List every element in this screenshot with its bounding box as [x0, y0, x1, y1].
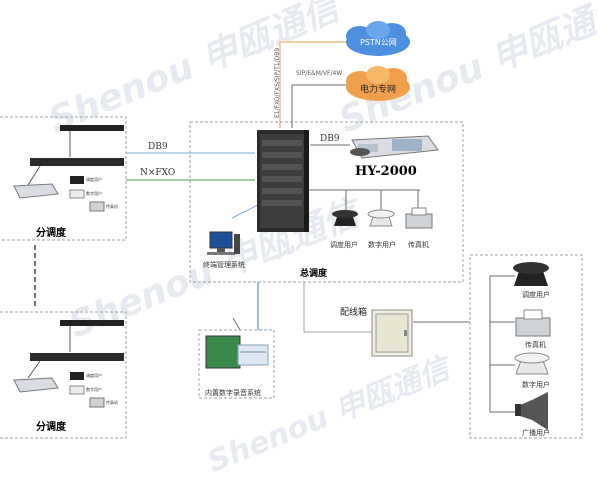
recorder-group	[198, 329, 275, 399]
dispatch-phone-icon	[332, 210, 358, 226]
main-title: 总调度	[300, 269, 328, 279]
dispatch-console-icon	[350, 135, 439, 159]
sub-bottom-device-1: 调度用户	[86, 373, 102, 378]
recorder-link-b	[232, 317, 241, 331]
main-dispatch-group	[189, 121, 464, 283]
phone-icon	[70, 372, 84, 380]
computer-icon	[207, 231, 240, 255]
server-cabinet-icon	[257, 130, 309, 232]
dispatch-console-icon	[13, 377, 59, 393]
phone-icon	[69, 189, 85, 199]
pstn-link	[279, 41, 348, 128]
distribution-link	[303, 282, 372, 333]
right-item-2: 传真机	[525, 341, 546, 349]
dispatch-console-icon	[13, 183, 59, 199]
model-label: HY-2000	[355, 164, 417, 179]
sub-top-device-1: 调度用户	[86, 177, 102, 182]
right-item-3: 数字用户	[522, 381, 550, 389]
main-phone-label-1: 调度用户	[330, 241, 358, 249]
main-phone-label-3: 传真机	[408, 241, 429, 249]
right-user-group	[469, 254, 583, 439]
right-item-1: 调度用户	[522, 291, 550, 299]
distribution-box-icon	[371, 309, 413, 357]
pstn-label: PSTN公网	[360, 38, 397, 47]
sub-top-device-2: 数字用户	[86, 191, 102, 196]
recorder-icon	[205, 335, 269, 369]
rack-unit-icon	[60, 320, 124, 326]
terminal-link	[231, 204, 259, 219]
rack-unit-icon	[30, 158, 124, 166]
pstn-cloud-icon	[346, 21, 410, 56]
sub-link	[27, 360, 41, 379]
sub-top-device-3: 传真机	[106, 204, 118, 209]
right-item-4: 广播用户	[522, 429, 550, 437]
sub-bottom-title: 分调度	[36, 422, 66, 433]
digital-phone-icon	[514, 352, 550, 375]
sub-bottom-device-3: 传真机	[106, 400, 118, 405]
phone-icon	[69, 385, 85, 395]
phone-icon	[70, 176, 84, 184]
vertical-link-label-left: E1/FXO/FXS/SIP/T1/DB9	[274, 47, 281, 118]
terminal-label: 终端管理系统	[203, 261, 245, 269]
fax-icon	[405, 207, 433, 229]
fax-icon	[89, 201, 105, 212]
sub-top-group	[0, 116, 127, 241]
fax-icon	[515, 309, 551, 337]
main-phone-label-2: 数字用户	[368, 241, 396, 249]
rack-unit-icon	[30, 353, 124, 361]
sub-top-title: 分调度	[36, 228, 66, 239]
fax-icon	[89, 397, 105, 408]
sub-link	[27, 165, 41, 186]
power-link	[291, 84, 348, 128]
nxfxo-label: N×FXO	[140, 168, 176, 178]
broadcast-speaker-icon	[515, 392, 548, 430]
rack-unit-icon	[60, 125, 124, 131]
digital-phone-icon	[367, 209, 395, 227]
power-label: 电力专网	[360, 85, 397, 95]
vertical-link-label-right: SIP/E&M/VF/4W	[296, 70, 343, 77]
dispatch-phone-icon	[513, 262, 549, 286]
recorder-label: 内置数字录音系统	[205, 389, 261, 397]
db9-top-label: DB9	[320, 134, 340, 144]
distribution-label: 配线箱	[340, 308, 368, 318]
sub-bottom-group	[0, 311, 127, 439]
db9-left-label: DB9	[148, 142, 168, 152]
sub-bottom-device-2: 数字用户	[86, 387, 102, 392]
network-diagram	[0, 21, 583, 439]
power-cloud-icon	[346, 66, 410, 101]
